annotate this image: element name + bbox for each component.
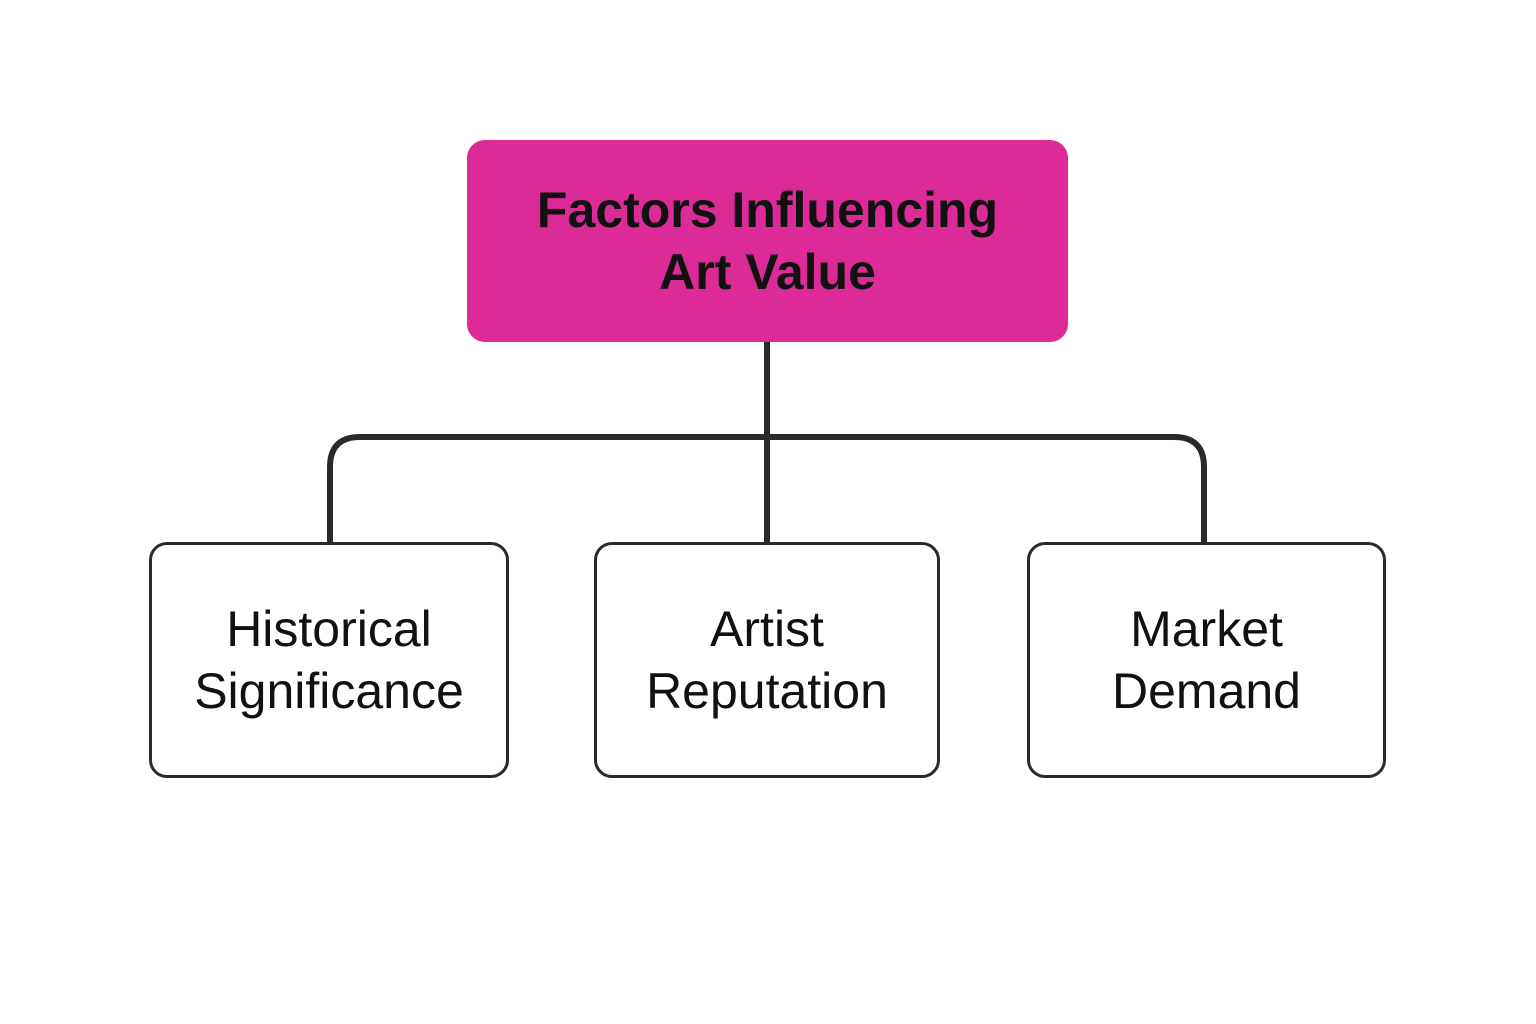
- child-label-line-2: Demand: [1112, 663, 1301, 719]
- root-title-line-1: Factors Influencing: [536, 182, 999, 238]
- child-label-line-2: Reputation: [646, 663, 888, 719]
- root-title-line-2: Art Value: [659, 244, 876, 300]
- child-label-line-2: Significance: [194, 663, 464, 719]
- child-node-market-demand: Market Demand: [1027, 542, 1386, 778]
- child-node-historical-significance: Historical Significance: [149, 542, 509, 778]
- child-node-artist-reputation: Artist Reputation: [594, 542, 940, 778]
- child-label-line-1: Historical: [226, 601, 432, 657]
- root-node: Factors Influencing Art Value: [467, 140, 1068, 342]
- child-label-line-1: Market: [1130, 601, 1283, 657]
- child-label-line-1: Artist: [710, 601, 824, 657]
